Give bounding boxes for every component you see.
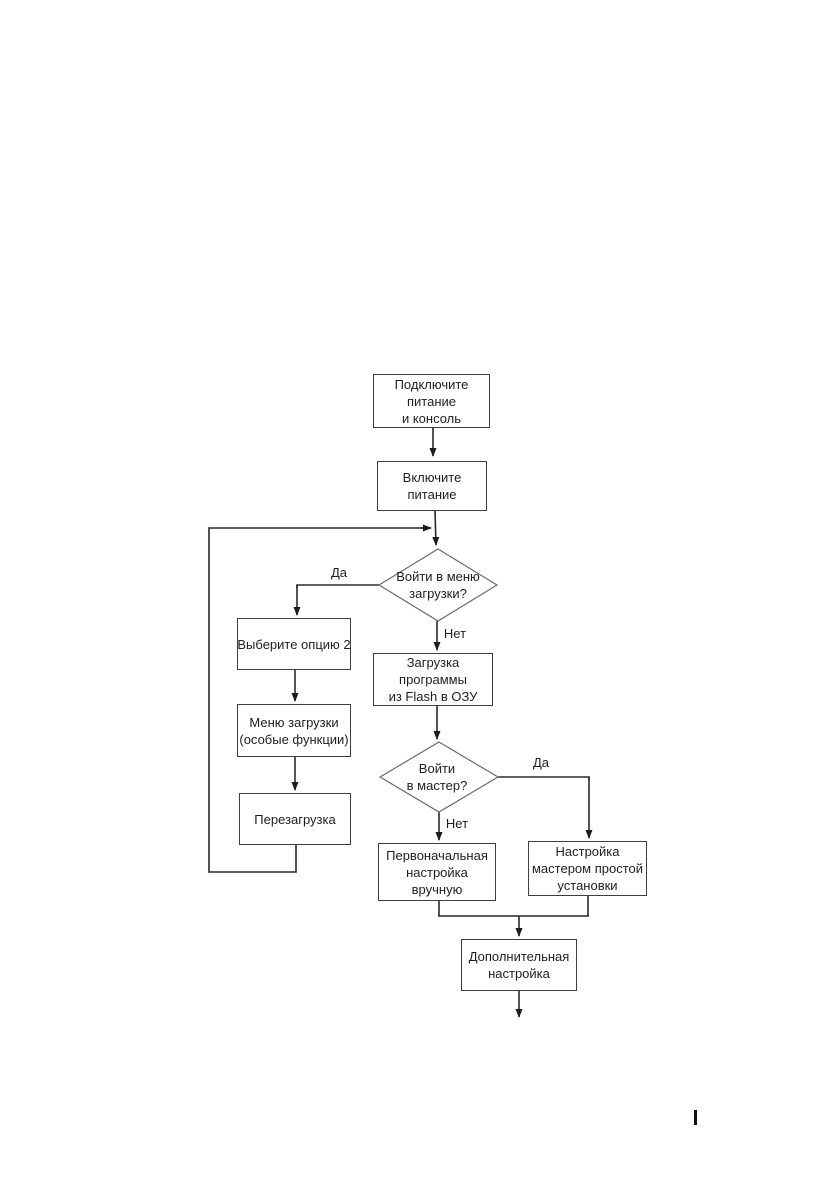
decision-boot-menu-text-line1: Войти в меню bbox=[396, 569, 480, 584]
node-boot-menu: Меню загрузки (особые функции) bbox=[237, 704, 351, 757]
node-text-line: Выберите опцию 2 bbox=[237, 636, 351, 652]
connector-line bbox=[432, 510, 440, 546]
node-text-line: питание bbox=[407, 487, 457, 502]
node-text-line: (особые функции) bbox=[239, 731, 349, 747]
node-additional-setup: Дополнительная настройка bbox=[461, 939, 577, 991]
node-text-line: вручную bbox=[411, 881, 463, 897]
edge-label-wizard-no: Нет bbox=[445, 816, 469, 831]
node-manual-setup: Первоначальная настройка вручную bbox=[378, 843, 496, 901]
connector-line bbox=[498, 776, 590, 780]
node-text-line: установки bbox=[557, 878, 618, 893]
node-text-line: Дополнительная bbox=[468, 949, 570, 964]
connector-lines bbox=[208, 428, 593, 1018]
decision-wizard-text-line2: в мастер? bbox=[407, 778, 468, 793]
decision-diamond-wizard bbox=[378, 741, 500, 813]
page-edge-mark bbox=[694, 1110, 697, 1125]
decision-wizard-text-line1: Войти bbox=[419, 761, 455, 776]
node-wizard-setup: Настройка мастером простой установки bbox=[528, 841, 647, 896]
edge-label-boot-menu-no: Нет bbox=[443, 626, 467, 641]
node-text-line: питание bbox=[406, 393, 456, 409]
node-text-line: программы bbox=[399, 672, 467, 687]
node-text-line: Первоначальная bbox=[386, 847, 488, 863]
node-text-line: Включите bbox=[402, 470, 462, 485]
node-load-program: Загрузка программы из Flash в ОЗУ bbox=[373, 653, 493, 706]
node-text-line: настройка bbox=[406, 864, 468, 880]
node-connect-power: Подключите питание и консоль bbox=[373, 374, 490, 428]
node-text-line: мастером простой bbox=[531, 861, 643, 876]
decision-diamond-boot-menu bbox=[377, 548, 499, 622]
node-text-line: Подключите bbox=[394, 376, 469, 392]
node-text-line: Загрузка bbox=[406, 655, 460, 670]
node-text-line: настройка bbox=[488, 966, 550, 981]
node-power-on: Включите питание bbox=[377, 461, 487, 511]
edge-label-boot-menu-yes: Да bbox=[330, 565, 348, 580]
node-text-line: из Flash в ОЗУ bbox=[388, 689, 478, 704]
node-text-line: и консоль bbox=[401, 410, 462, 426]
decision-boot-menu-text-line2: загрузки? bbox=[409, 586, 467, 601]
edge-label-wizard-yes: Да bbox=[532, 755, 550, 770]
node-text-line: Меню загрузки bbox=[249, 714, 339, 730]
node-text-line: Настройка bbox=[555, 844, 620, 859]
node-text-line: Перезагрузка bbox=[254, 811, 336, 827]
connector-loop-line bbox=[208, 527, 426, 873]
node-select-option-2: Выберите опцию 2 bbox=[237, 618, 351, 670]
connector-line bbox=[296, 584, 379, 588]
node-reboot: Перезагрузка bbox=[239, 793, 351, 845]
